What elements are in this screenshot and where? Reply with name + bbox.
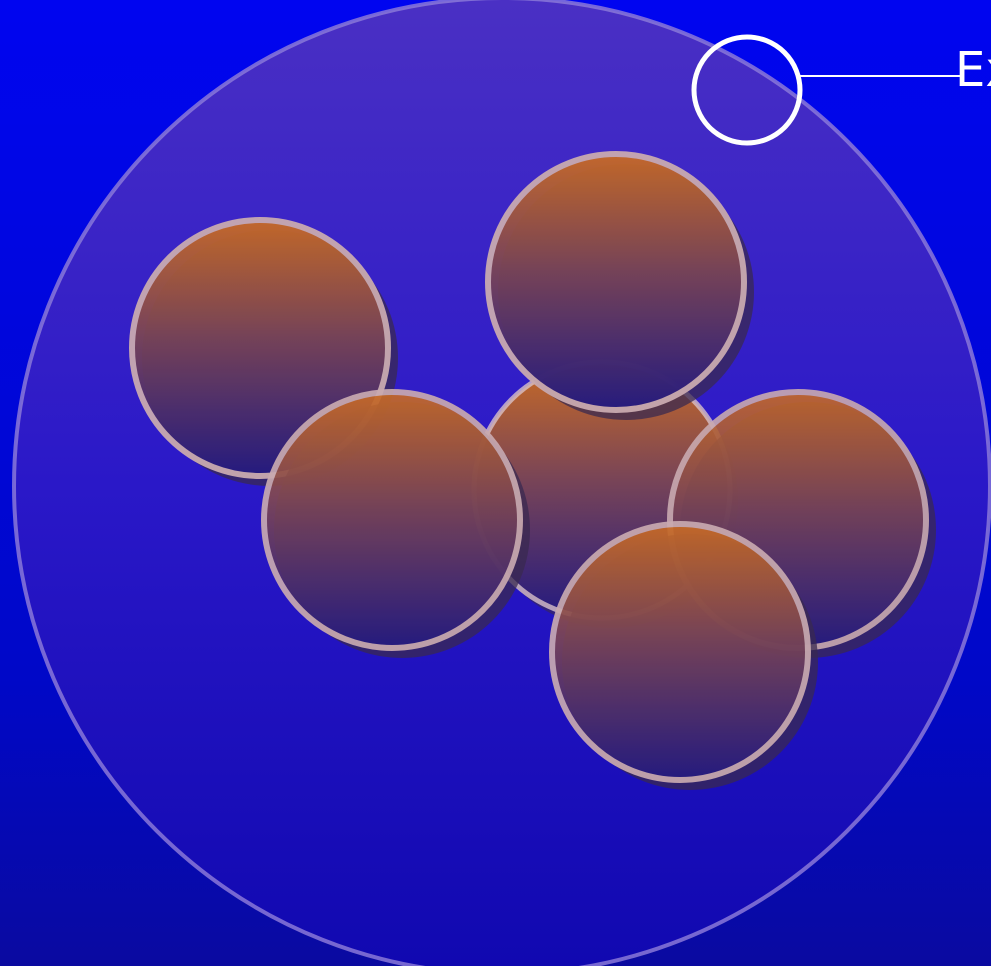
callout-label: Ex	[955, 40, 991, 100]
